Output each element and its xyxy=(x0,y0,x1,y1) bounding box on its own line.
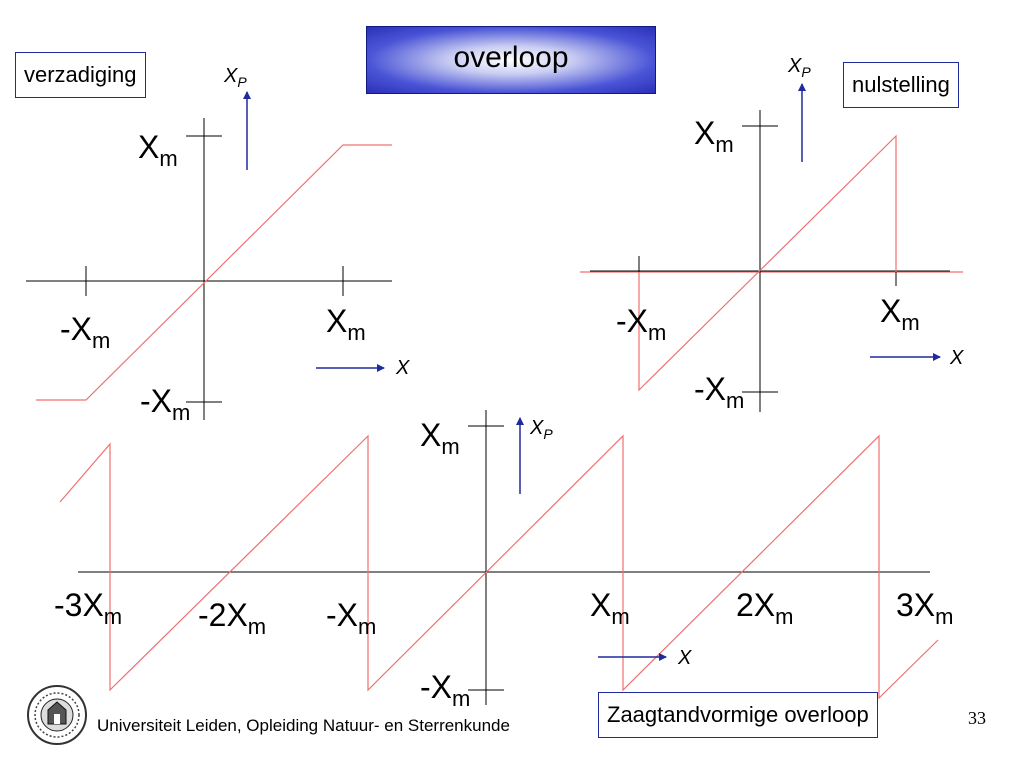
reset-curve xyxy=(638,134,897,392)
sawtooth-label-neg-xm-bottom: -Xm xyxy=(420,669,470,711)
slide-number: 33 xyxy=(968,708,986,728)
reset-label-neg-xm-left: -Xm xyxy=(616,303,666,345)
saturation-curve xyxy=(36,144,392,401)
sawtooth-curve xyxy=(59,434,939,700)
saturation-label-xm-top: Xm xyxy=(138,129,178,171)
sawtooth-label-neg-2xm: -2Xm xyxy=(198,597,266,639)
saturation-label-xm-right: Xm xyxy=(326,303,366,345)
sawtooth-xp-label: XP xyxy=(529,417,553,442)
label-zaagtandvormige-overloop: Zaagtandvormige overloop xyxy=(598,692,878,738)
reset-graph: XP X Xm -Xm Xm -Xm xyxy=(580,55,964,413)
reset-label-neg-xm-bottom: -Xm xyxy=(694,371,744,413)
reset-xp-label: XP xyxy=(787,55,811,80)
label-nulstelling: nulstelling xyxy=(843,62,959,108)
sawtooth-label-neg-xm: -Xm xyxy=(326,597,376,639)
sawtooth-label-3xm: 3Xm xyxy=(896,587,953,629)
sawtooth-graph: XP X Xm -Xm -3Xm -2Xm -Xm Xm 2Xm 3Xm xyxy=(54,410,953,711)
saturation-graph: XP X Xm -Xm Xm -Xm xyxy=(26,65,410,425)
saturation-label-neg-xm-bottom: -Xm xyxy=(140,383,190,425)
sawtooth-x-label: X xyxy=(677,647,692,669)
sawtooth-label-xm-top: Xm xyxy=(420,417,460,459)
saturation-label-neg-xm-left: -Xm xyxy=(60,311,110,353)
sawtooth-label-neg-3xm: -3Xm xyxy=(54,587,122,629)
footer-text: Universiteit Leiden, Opleiding Natuur- e… xyxy=(97,716,510,735)
label-verzadiging: verzadiging xyxy=(15,52,146,98)
reset-label-xm-top: Xm xyxy=(694,115,734,157)
sawtooth-label-xm: Xm xyxy=(590,587,630,629)
reset-x-label: X xyxy=(949,347,964,369)
saturation-xp-label: XP xyxy=(223,65,247,90)
reset-label-xm-right: Xm xyxy=(880,293,920,335)
saturation-x-label: X xyxy=(395,357,410,379)
university-seal-icon xyxy=(27,685,87,745)
slide-title: overloop xyxy=(366,26,656,94)
sawtooth-label-2xm: 2Xm xyxy=(736,587,793,629)
